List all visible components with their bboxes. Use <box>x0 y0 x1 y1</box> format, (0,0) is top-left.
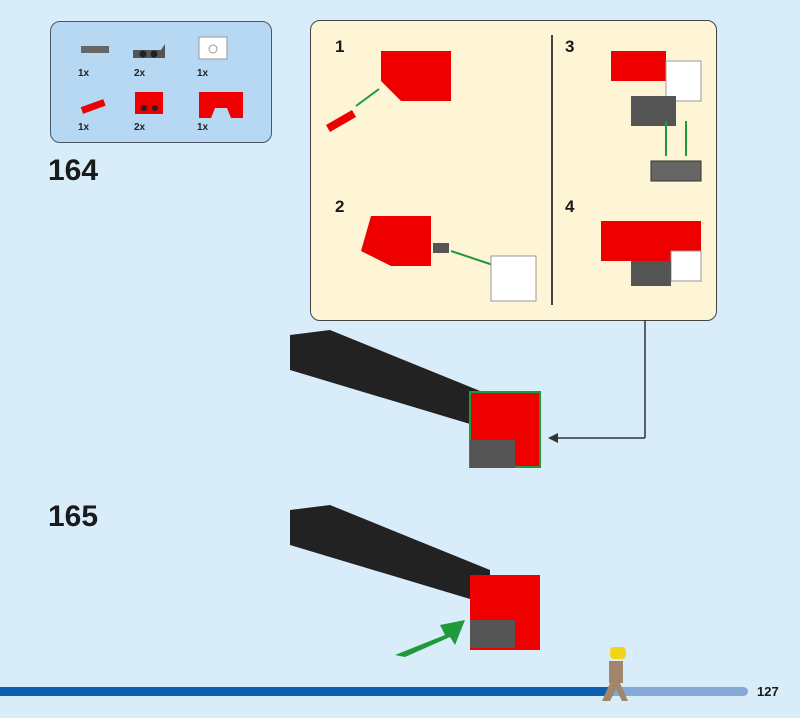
parts-list-panel: 1x 2x 1x 1x 2x 1x <box>50 21 272 143</box>
part-qty: 2x <box>134 122 146 133</box>
step-number: 165 <box>48 500 99 533</box>
part-qty: 1x <box>78 68 90 79</box>
red-assembly-164 <box>469 391 541 468</box>
callout-divider <box>551 35 553 305</box>
dark-gray-bracket-icon <box>133 44 165 58</box>
substep-number: 3 <box>565 37 575 56</box>
insert-arrow-icon <box>395 620 465 657</box>
progress-track <box>0 687 748 696</box>
substep-number: 4 <box>565 197 575 216</box>
gray-axle-pin-icon <box>81 46 109 53</box>
firefighter-minifig-icon <box>602 647 628 701</box>
substep-number: 2 <box>335 197 345 216</box>
substep-callout: 1 2 3 4 <box>310 20 717 321</box>
parts-illustrations <box>80 36 243 118</box>
progress-fill <box>0 687 614 696</box>
part-qty: 1x <box>197 122 209 133</box>
red-bracket-icon <box>135 92 163 114</box>
red-assembly-165 <box>470 575 540 650</box>
part-qty: 1x <box>78 122 90 133</box>
part-qty: 1x <box>197 68 209 79</box>
page-number: 127 <box>757 684 779 699</box>
arrow-head-icon <box>548 433 558 443</box>
substep-illustrations <box>326 51 702 302</box>
substep-number: 1 <box>335 37 345 56</box>
red-axle-pin-icon <box>80 99 106 114</box>
part-qty: 2x <box>134 68 146 79</box>
black-beam-164 <box>290 330 490 430</box>
red-wedge-brick-icon <box>199 92 243 118</box>
step-number: 164 <box>48 154 99 187</box>
black-beam-165 <box>290 505 490 605</box>
white-technic-brick-icon <box>198 36 228 60</box>
